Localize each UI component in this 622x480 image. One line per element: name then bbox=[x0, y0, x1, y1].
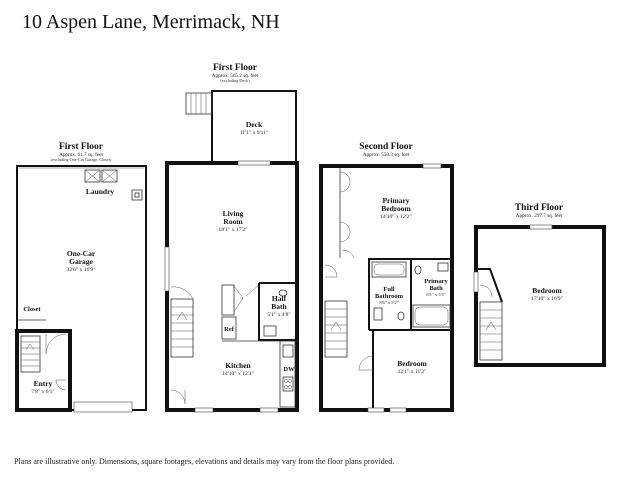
half-bath-toilet bbox=[278, 289, 288, 297]
primary-bath-sink bbox=[437, 262, 449, 272]
living-label-1: Living bbox=[223, 209, 244, 218]
ref-label: Ref bbox=[224, 326, 235, 333]
laundry-washer bbox=[84, 169, 101, 183]
full-bath-label-2: Bathroom bbox=[375, 293, 404, 300]
living-dims: 18'1" x 17'2" bbox=[219, 227, 248, 233]
full-bath-label-1: Full bbox=[383, 286, 394, 293]
laundry-dryer bbox=[101, 169, 118, 183]
deck-slider bbox=[237, 160, 271, 166]
half-bath-label-1: Half bbox=[272, 294, 287, 303]
garage-door bbox=[73, 401, 133, 413]
primary-bath-shower bbox=[412, 304, 451, 328]
kitchen-range bbox=[282, 376, 294, 392]
disclaimer: Plans are illustrative only. Dimensions,… bbox=[14, 457, 394, 466]
closet-label: Closet bbox=[23, 306, 41, 313]
entry-door-swing-2 bbox=[55, 379, 67, 391]
full-bath-toilet bbox=[397, 311, 405, 321]
garage-label-1: One-Car bbox=[67, 249, 96, 258]
garage-dims: 32'6" x 16'9" bbox=[67, 267, 96, 273]
living-window bbox=[164, 246, 170, 292]
primary-bath-label-2: Bath bbox=[429, 285, 443, 292]
full-bath-dims: 8'6" x 5'2" bbox=[379, 300, 398, 305]
deck-stairs bbox=[185, 92, 213, 115]
third-floor-area: Approx. 297.7 sq. feet bbox=[516, 212, 563, 219]
entry-label: Entry bbox=[34, 379, 53, 388]
second-floor-area: Approx. 558.3 sq. feet bbox=[363, 151, 410, 158]
garage-floor-area: Approx. 61.7 sq. feet bbox=[59, 151, 103, 158]
bedroom-3-dims: 17'10" x 16'9" bbox=[531, 296, 563, 302]
first-floor-area: Approx. 565.2 sq. feet bbox=[212, 72, 259, 79]
primary-bedroom-dims: 14'10" x 12'2" bbox=[380, 214, 412, 220]
second-floor-plan: Second Floor Approx. 558.3 sq. feet Prim… bbox=[319, 142, 454, 413]
first-floor-plan: First Floor Approx. 565.2 sq. feet (excl… bbox=[164, 63, 299, 413]
garage-floor-plan: First Floor Approx. 61.7 sq. feet (exclu… bbox=[15, 142, 147, 413]
ref-box bbox=[221, 316, 237, 340]
garage-floor-name: First Floor bbox=[59, 142, 104, 152]
entry-dims: 7'8" x 6'1" bbox=[31, 389, 54, 395]
page-title: 10 Aspen Lane, Merrimack, NH bbox=[22, 11, 280, 33]
living-label-2: Room bbox=[223, 217, 243, 226]
kitchen-sink bbox=[282, 344, 294, 358]
bedroom-3-label: Bedroom bbox=[532, 286, 562, 295]
full-bath-sink bbox=[373, 307, 383, 321]
second-floor-outline bbox=[319, 164, 454, 412]
bedroom-2-dims: 12'1" x 11'2" bbox=[398, 369, 427, 375]
primary-bedroom-label-1: Primary bbox=[382, 196, 409, 205]
deck-label: Deck bbox=[246, 120, 263, 129]
kitchen-counter bbox=[279, 340, 296, 408]
first-floor-note: (excluding Deck) bbox=[220, 78, 250, 83]
primary-bath-label-1: Primary bbox=[424, 278, 448, 285]
first-floor-name: First Floor bbox=[213, 63, 258, 73]
half-bath-label-2: Bath bbox=[271, 302, 287, 311]
full-bath-tub bbox=[371, 261, 407, 278]
first-floor-entry-door bbox=[170, 389, 186, 405]
entry-outline bbox=[15, 329, 72, 412]
third-floor-plan: Third Floor Approx. 297.7 sq. feet Bedro… bbox=[473, 203, 606, 367]
primary-bath-toilet bbox=[414, 265, 422, 275]
primary-bedroom-label-2: Bedroom bbox=[381, 204, 411, 213]
primary-bath-dims: 8'1" x 5'3" bbox=[426, 292, 445, 297]
kitchen-dims: 14'10" x 12'4" bbox=[222, 371, 254, 377]
bedroom-2-label: Bedroom bbox=[397, 359, 427, 368]
half-bath-sink bbox=[263, 325, 277, 337]
third-floor-stairs bbox=[479, 284, 503, 361]
garage-outline bbox=[16, 165, 147, 411]
garage-label-2: Garage bbox=[69, 257, 93, 266]
garage-floor-note: (excluding One-Car Garage, Closet) bbox=[51, 157, 112, 163]
ref-closet bbox=[221, 284, 235, 316]
entry-stairs bbox=[20, 335, 41, 373]
deck-dims: 11'1" x 9'11" bbox=[240, 130, 269, 136]
laundry-label: Laundry bbox=[86, 187, 115, 196]
half-bath-door bbox=[245, 284, 260, 297]
dw-label: DW bbox=[283, 366, 295, 373]
half-bath-dims: 5'1" x 4'8" bbox=[267, 312, 290, 318]
third-floor-name: Third Floor bbox=[515, 203, 564, 213]
entry-door-swing bbox=[45, 333, 67, 355]
first-floor-stairs bbox=[170, 286, 194, 358]
second-floor-stairs bbox=[324, 264, 348, 358]
water-heater bbox=[131, 189, 143, 201]
second-floor-name: Second Floor bbox=[359, 142, 413, 152]
half-bath-walls bbox=[258, 283, 297, 341]
kitchen-label: Kitchen bbox=[225, 361, 251, 370]
